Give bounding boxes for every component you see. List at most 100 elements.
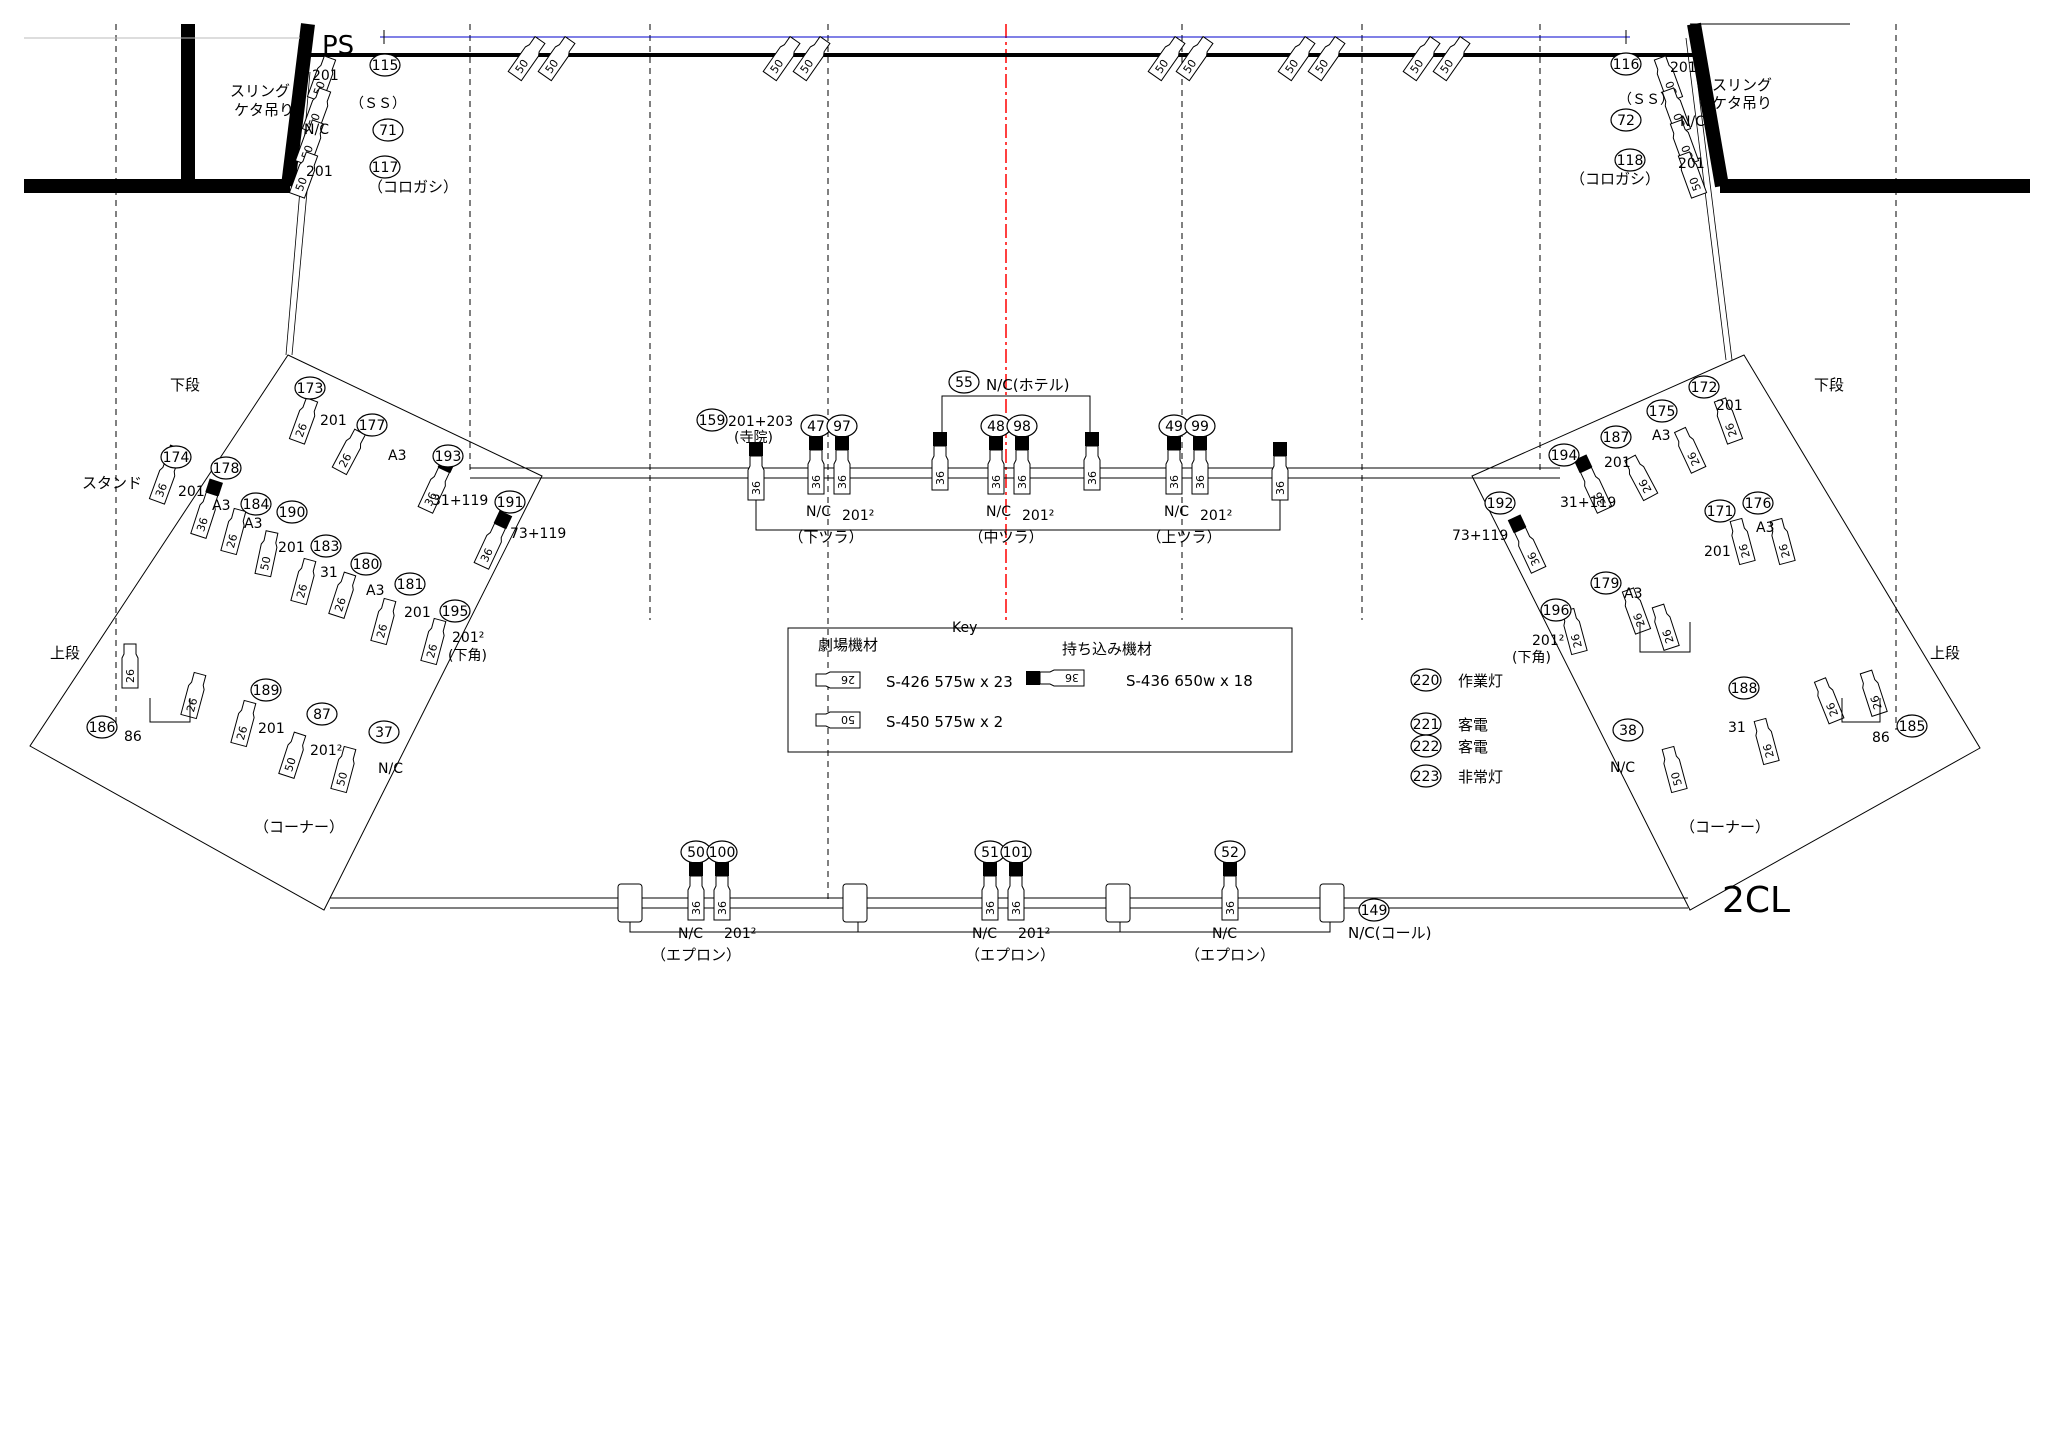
fixture-yoke (715, 862, 729, 876)
note-159-2: (寺院) (734, 430, 773, 446)
fixture-body (331, 428, 366, 476)
left-wing-note: 86 (124, 729, 142, 745)
note: 201 (1678, 156, 1705, 172)
fixture-body (807, 449, 825, 495)
left-wing-note: 201 (320, 413, 347, 429)
channel-circle (696, 408, 728, 432)
right-wing-note: 73+119 (1452, 528, 1508, 544)
right-wing-channel: 175 (1649, 404, 1676, 420)
fixture-body (1432, 35, 1471, 82)
fixture-yoke (983, 862, 997, 876)
channel-circle (1614, 148, 1646, 172)
right-wing-note: 86 (1872, 730, 1890, 746)
fixture-body (1039, 669, 1085, 687)
right-sling-label-1: スリング (1712, 76, 1772, 94)
note: 201 (1670, 60, 1697, 76)
right-sling-label-2: ケタ吊り (1712, 94, 1772, 112)
fixture-body (1402, 35, 1441, 82)
fixture-body (1669, 119, 1700, 167)
legend-channel: 220 (1413, 673, 1440, 689)
right-wing-channel: 185 (1899, 719, 1926, 735)
channel-circle (1548, 443, 1580, 467)
fixture-body (180, 671, 207, 720)
fixture-body (1661, 745, 1688, 794)
channel-circle (1590, 571, 1622, 595)
channel-159: 159 (699, 413, 726, 429)
left-wing-note: 201² (310, 743, 342, 759)
fixture-body (288, 397, 319, 445)
right-wing-frame (1471, 354, 1981, 911)
channel-circle (432, 444, 464, 468)
channel-circle (494, 490, 526, 514)
key-box (787, 627, 1293, 753)
left-wing-note: 201 (178, 484, 205, 500)
fixture-lamp-label: 36 (750, 481, 763, 495)
note-159-1: 201+203 (728, 414, 793, 430)
right-wing-channel: 176 (1745, 496, 1772, 512)
fixture-yoke (1273, 442, 1287, 456)
apron-note: N/C (678, 926, 703, 942)
grid-lines (115, 24, 1897, 900)
left-wing-note: N/C (378, 761, 403, 777)
bridge-fixture: 36 (1165, 436, 1183, 495)
bridge-fixture: 36 (807, 436, 825, 495)
right-jodan-label: 上段 (1930, 644, 1960, 662)
fixture-body (507, 35, 546, 82)
left-wing-fixture: 26 (230, 699, 257, 748)
left-wing-fixture: 26 (328, 571, 357, 619)
bridge-channel: 99 (1191, 419, 1209, 435)
note-149: N/C(コール) (1348, 924, 1431, 942)
left-wing-channel: 177 (359, 418, 386, 434)
truss-fixture: 50 (792, 35, 831, 82)
fixture-body (1579, 466, 1613, 514)
fixture-lamp-label: 36 (1065, 671, 1079, 684)
channel-circle (394, 572, 426, 596)
fixture-lamp-label: 26 (184, 697, 200, 714)
fixture-lamp-label: 36 (1016, 475, 1029, 489)
fixture-body (747, 455, 765, 501)
fixture-yoke (205, 478, 223, 497)
fixture-body (1277, 35, 1316, 82)
fixture-lamp-label: 36 (810, 475, 823, 489)
apron-title: 2CL (1722, 880, 1790, 921)
apron-fixture: 36 (981, 862, 999, 921)
fixture-body (537, 35, 576, 82)
left-wing-channel: 195 (442, 604, 469, 620)
fixture-body (1221, 875, 1239, 921)
left-wing-note: 201² (452, 630, 484, 646)
left-wing-note: 201 (258, 721, 285, 737)
left-wing-fixture: 26 (220, 507, 247, 556)
apron-note: N/C (972, 926, 997, 942)
legend-label: 客電 (1458, 716, 1488, 734)
fixture-lamp-label: 26 (224, 533, 240, 550)
left-wall-fixture: 50 (288, 151, 319, 199)
fixture-lamp-label: 26 (1761, 742, 1777, 759)
right-wing-note: 201² (1532, 633, 1564, 649)
right-wing-channel: 187 (1603, 430, 1630, 446)
channel-circle (356, 413, 388, 437)
fixture-body (1175, 35, 1214, 82)
fixture-lamp-label: 36 (934, 471, 947, 485)
right-wing-fixture: 26 (1624, 454, 1659, 502)
right-wing-fixture: 26 (1769, 517, 1796, 566)
channel-circle (439, 599, 471, 623)
fixture-lamp-label: 36 (422, 490, 440, 508)
bridge-note: 201² (1200, 508, 1232, 524)
fixture-yoke (1026, 671, 1040, 685)
apron-fixture: 36 (713, 862, 731, 921)
key-fixture-26: 26 (815, 671, 861, 689)
channel-circle (210, 456, 242, 480)
fixture-body (1561, 607, 1588, 656)
channel-circle (1358, 898, 1390, 922)
left-wing-fixture: 50 (254, 530, 279, 578)
right-wing-channel: 172 (1691, 380, 1718, 396)
right-wing-channel: 196 (1543, 603, 1570, 619)
channel-circle (86, 715, 118, 739)
left-wing-frame (29, 354, 543, 911)
left-wing-fixture: 26 (290, 557, 317, 606)
right-wing-note: 31+119 (1560, 495, 1616, 511)
fixture-body (288, 151, 319, 199)
apron-channel: 100 (709, 845, 736, 861)
note: N/C (304, 122, 329, 138)
